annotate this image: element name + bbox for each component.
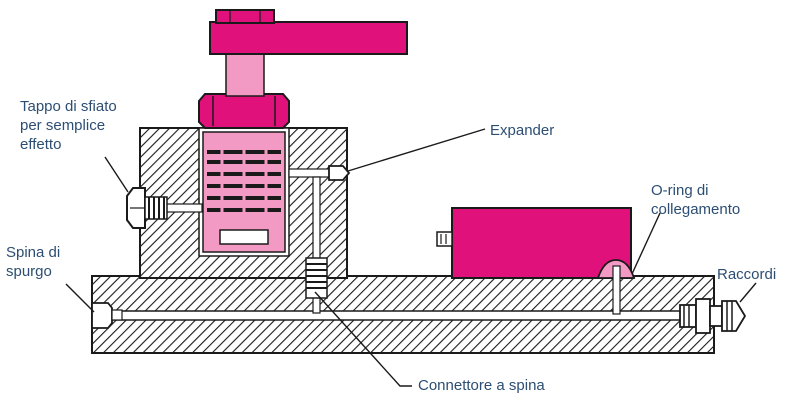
expander-channel	[288, 168, 332, 178]
valve-stem	[225, 51, 265, 97]
horizontal-channel	[97, 310, 685, 321]
label-vent-cap: Tappo di sfiato per semplice effetto	[20, 98, 117, 153]
cartridge-lower-window	[219, 229, 269, 245]
cartridge-dividers	[220, 148, 268, 214]
vent-cap-channel	[161, 203, 203, 213]
expander	[328, 165, 351, 181]
vertical-channel	[312, 176, 321, 314]
label-pin-connector: Connettore a spina	[418, 377, 545, 394]
label-drain-pin: Spina di spurgo	[6, 244, 61, 280]
o-ring-channel	[612, 265, 621, 315]
leader-lines	[65, 128, 757, 387]
drain-pin	[91, 302, 113, 329]
label-fittings: Raccordi	[717, 266, 777, 283]
handle-lever	[209, 21, 408, 55]
handle-cap	[215, 9, 275, 24]
label-o-ring: O-ring di collegamento	[651, 182, 741, 218]
accumulator-block	[451, 207, 632, 279]
accumulator-plug	[436, 231, 453, 247]
label-expander: Expander	[490, 122, 555, 139]
